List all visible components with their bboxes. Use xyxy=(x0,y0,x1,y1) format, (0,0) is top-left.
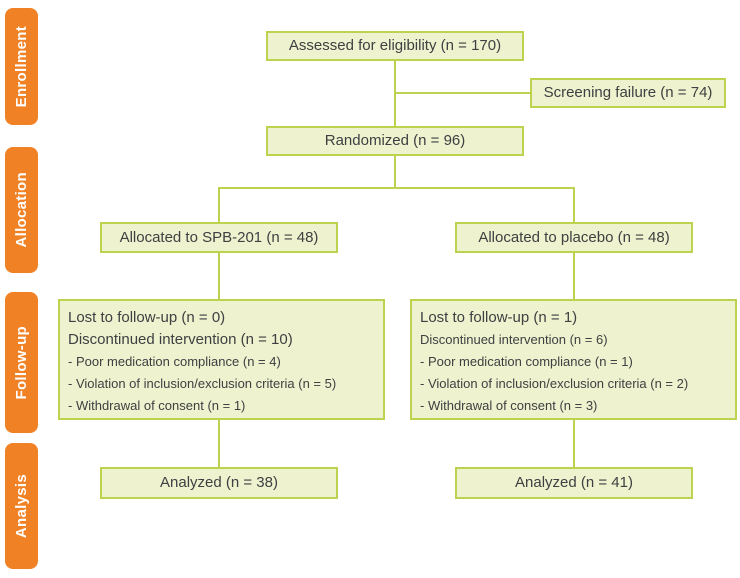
flow-box-screening-failure: Screening failure (n = 74) xyxy=(530,78,726,108)
stage-allocation: Allocation xyxy=(5,147,38,273)
connector-followup-to-analyzed-placebo xyxy=(573,420,575,467)
followup-line: Discontinued intervention (n = 6) xyxy=(420,332,608,347)
followup-line: - Poor medication compliance (n = 1) xyxy=(420,354,633,369)
connector-split-horizontal xyxy=(218,187,575,189)
stage-analysis-label: Analysis xyxy=(13,473,30,539)
flow-box-assessed-for-eligibility: Assessed for eligibility (n = 170) xyxy=(266,31,524,61)
connector-split-to-alloc-placebo xyxy=(573,187,575,222)
followup-line: Lost to follow-up (n = 1) xyxy=(420,309,578,326)
followup-line: - Violation of inclusion/exclusion crite… xyxy=(68,376,337,391)
connector-randomized-to-split xyxy=(394,156,396,188)
flow-box-followup-spb201: Lost to follow-up (n = 0) Discontinued i… xyxy=(58,299,385,420)
connector-followup-to-analyzed-spb201 xyxy=(218,420,220,467)
flow-box-allocated-spb201: Allocated to SPB-201 (n = 48) xyxy=(100,222,338,253)
stage-followup: Follow-up xyxy=(5,292,38,433)
connector-alloc-to-followup-placebo xyxy=(573,253,575,299)
flow-box-analyzed-spb201: Analyzed (n = 38) xyxy=(100,467,338,499)
connector-to-screening-failure xyxy=(394,92,530,94)
flow-box-allocated-placebo: Allocated to placebo (n = 48) xyxy=(455,222,693,253)
connector-alloc-to-followup-spb201 xyxy=(218,253,220,299)
followup-line: Discontinued intervention (n = 10) xyxy=(68,331,293,348)
stage-followup-label: Follow-up xyxy=(13,325,30,400)
followup-line: - Poor medication compliance (n = 4) xyxy=(68,354,281,369)
followup-line: - Withdrawal of consent (n = 1) xyxy=(68,398,246,413)
stage-allocation-label: Allocation xyxy=(13,172,30,248)
followup-line: Lost to follow-up (n = 0) xyxy=(68,309,226,326)
flow-box-randomized: Randomized (n = 96) xyxy=(266,126,524,156)
connector-split-to-alloc-spb201 xyxy=(218,187,220,222)
followup-line: - Violation of inclusion/exclusion crite… xyxy=(420,376,689,391)
followup-line: - Withdrawal of consent (n = 3) xyxy=(420,398,598,413)
stage-enrollment: Enrollment xyxy=(5,8,38,125)
stage-analysis: Analysis xyxy=(5,443,38,569)
stage-enrollment-label: Enrollment xyxy=(13,25,30,108)
flow-box-followup-placebo: Lost to follow-up (n = 1) Discontinued i… xyxy=(410,299,737,420)
flow-box-analyzed-placebo: Analyzed (n = 41) xyxy=(455,467,693,499)
